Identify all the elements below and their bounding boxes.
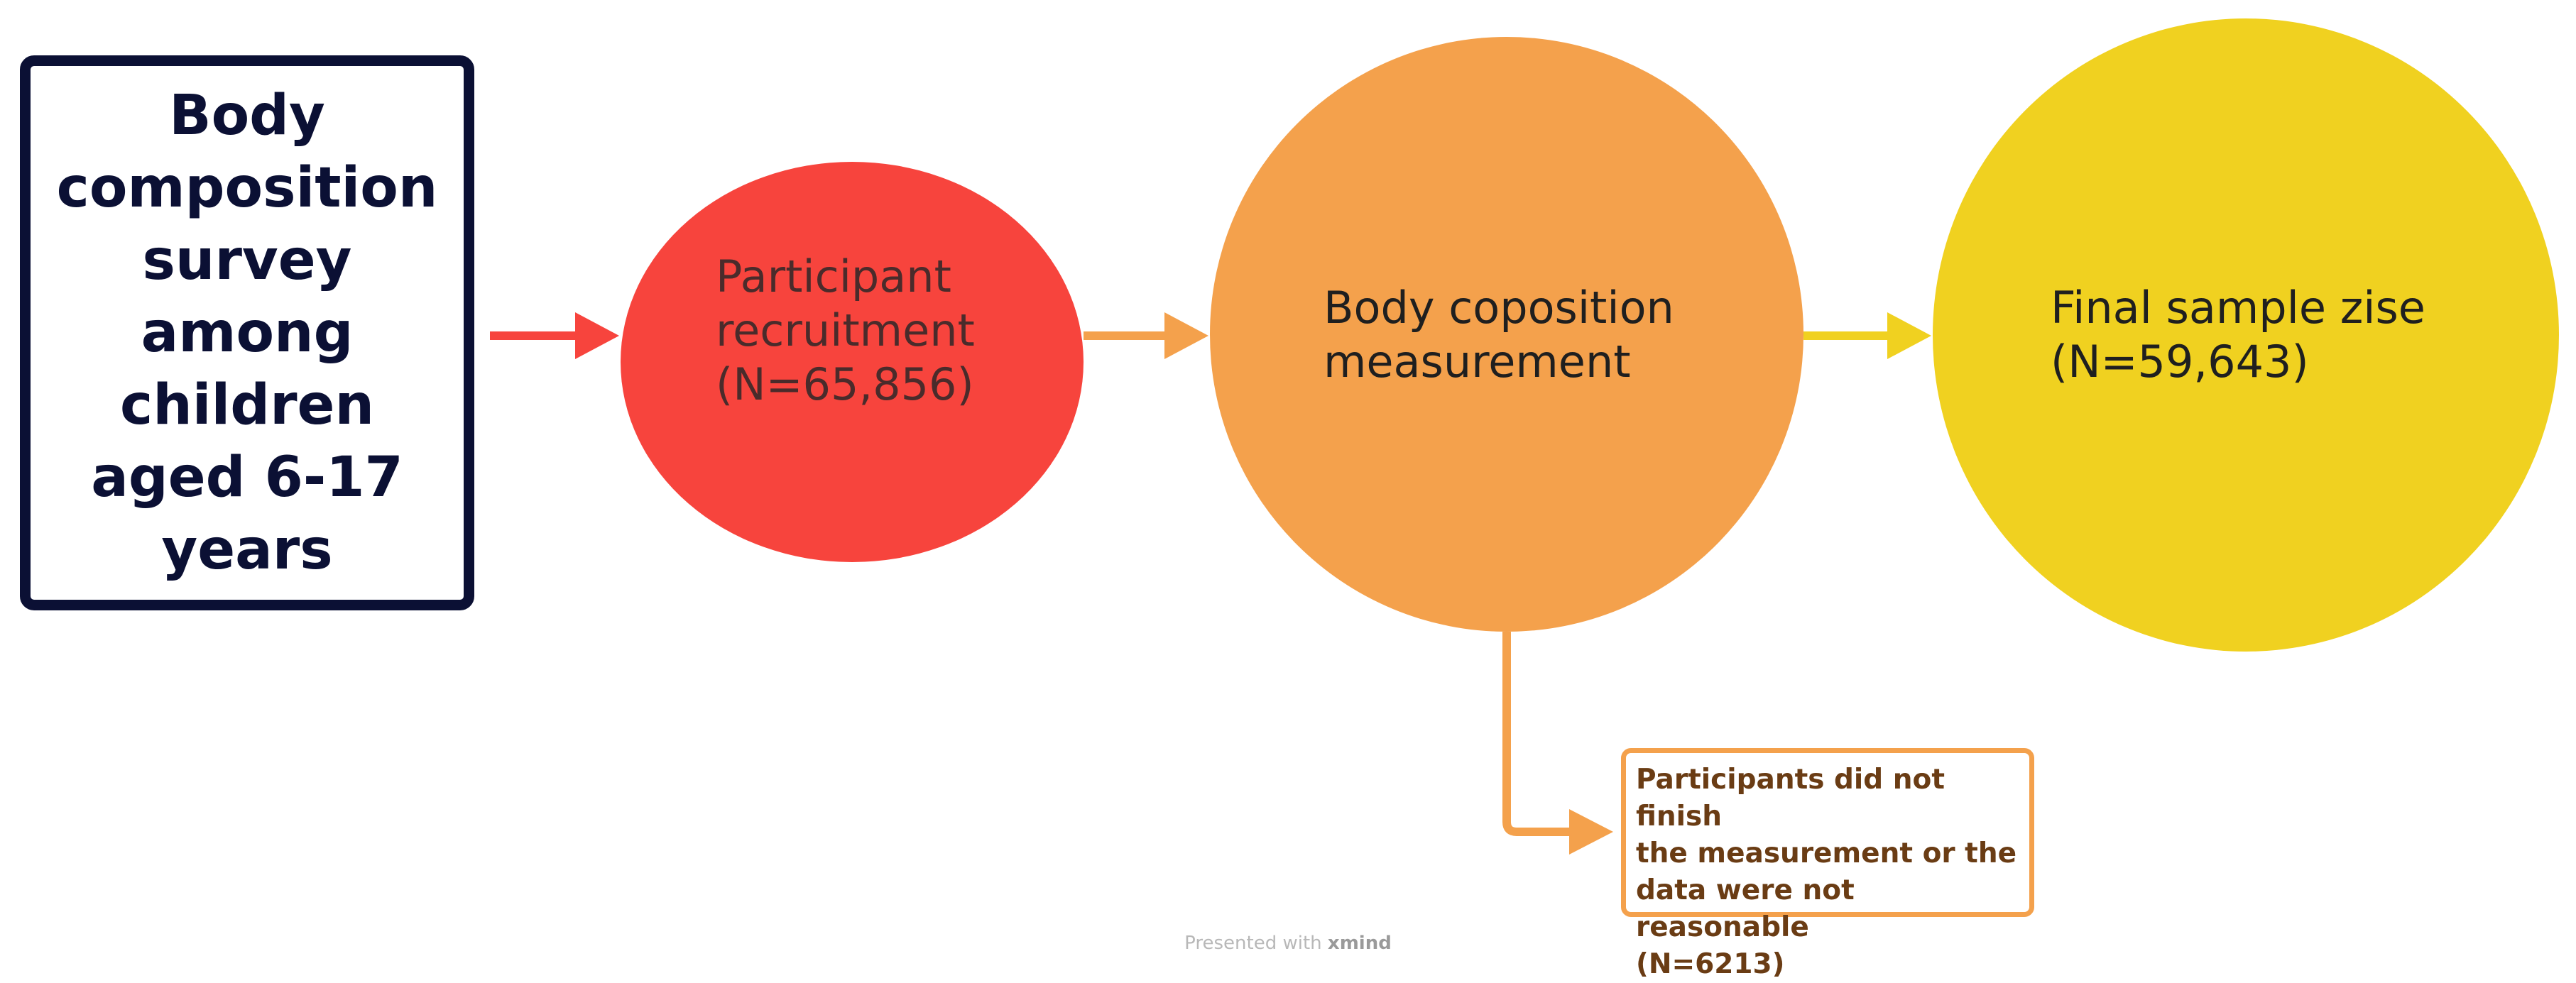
footer-prefix: Presented with [1184, 933, 1328, 954]
root-topic-box[interactable]: Body composition survey among children a… [20, 55, 474, 610]
arrow-measurement-to-exclusion [1502, 632, 1613, 855]
exclusion-label: Participants did not finish the measurem… [1636, 764, 2017, 980]
final-sample-node[interactable] [1933, 18, 2559, 652]
footer-brand: xmind [1327, 933, 1392, 954]
arrow-recruitment-to-measurement [1084, 312, 1208, 359]
recruitment-node[interactable] [621, 162, 1084, 562]
root-topic-label: Body composition survey among children a… [56, 84, 438, 582]
measurement-label: Body coposition measurement [1324, 282, 1674, 388]
recruitment-label: Participant recruitment (N=65,856) [716, 251, 975, 410]
measurement-node[interactable] [1210, 37, 1803, 632]
exclusion-box[interactable]: Participants did not finish the measurem… [1621, 748, 2034, 980]
arrow-measurement-to-final [1803, 312, 1931, 359]
final-sample-label: Final sample zise (N=59,643) [2051, 282, 2425, 388]
footer-credit: Presented with xmind [0, 933, 2576, 954]
arrow-root-to-recruitment [490, 312, 619, 359]
